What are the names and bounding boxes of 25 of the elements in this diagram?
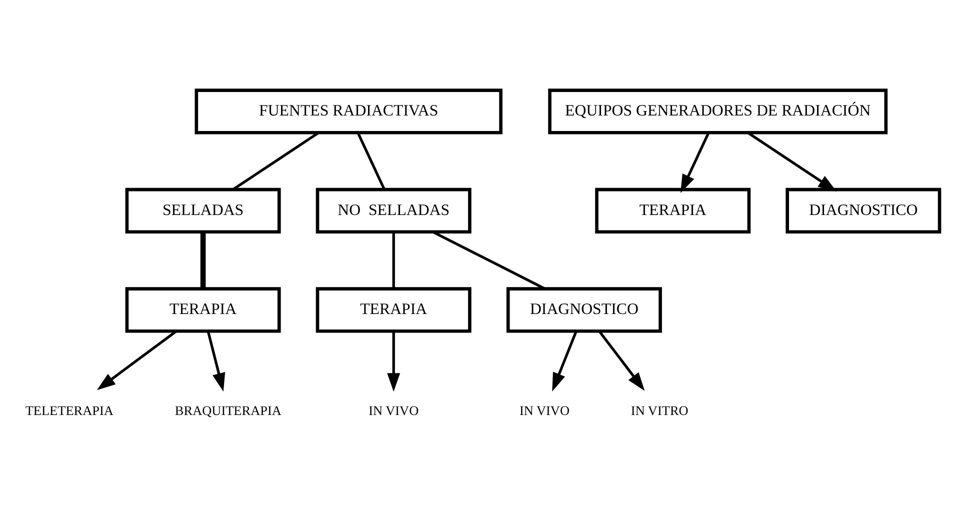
connector (200, 232, 206, 288)
arrow (206, 330, 226, 392)
arrow (96, 330, 177, 390)
node-box: EQUIPOS GENERADORES DE RADIACIÓN (548, 88, 888, 134)
arrow (598, 330, 645, 390)
connector (392, 232, 395, 288)
arrow (552, 330, 578, 391)
node-box: NO SELLADAS (316, 187, 472, 234)
node-box: SELLADAS (125, 187, 281, 234)
arrow (747, 131, 837, 192)
node-text: IN VITRO (630, 402, 688, 418)
node-text: IN VIVO (368, 402, 419, 418)
node-box: TERAPIA (316, 286, 472, 332)
node-box: TERAPIA (125, 286, 281, 332)
node-box: TERAPIA (595, 187, 751, 234)
arrow (387, 330, 400, 392)
arrow (680, 132, 710, 193)
node-box: DIAGNOSTICO (786, 187, 942, 234)
node-text: BRAQUITERAPIA (174, 402, 282, 418)
connector (356, 132, 386, 190)
node-box: FUENTES RADIACTIVAS (194, 88, 502, 134)
node-text: IN VIVO (519, 402, 570, 418)
connector (232, 131, 320, 190)
node-text: TELETERAPIA (25, 402, 114, 418)
node-box: DIAGNOSTICO (506, 286, 662, 332)
